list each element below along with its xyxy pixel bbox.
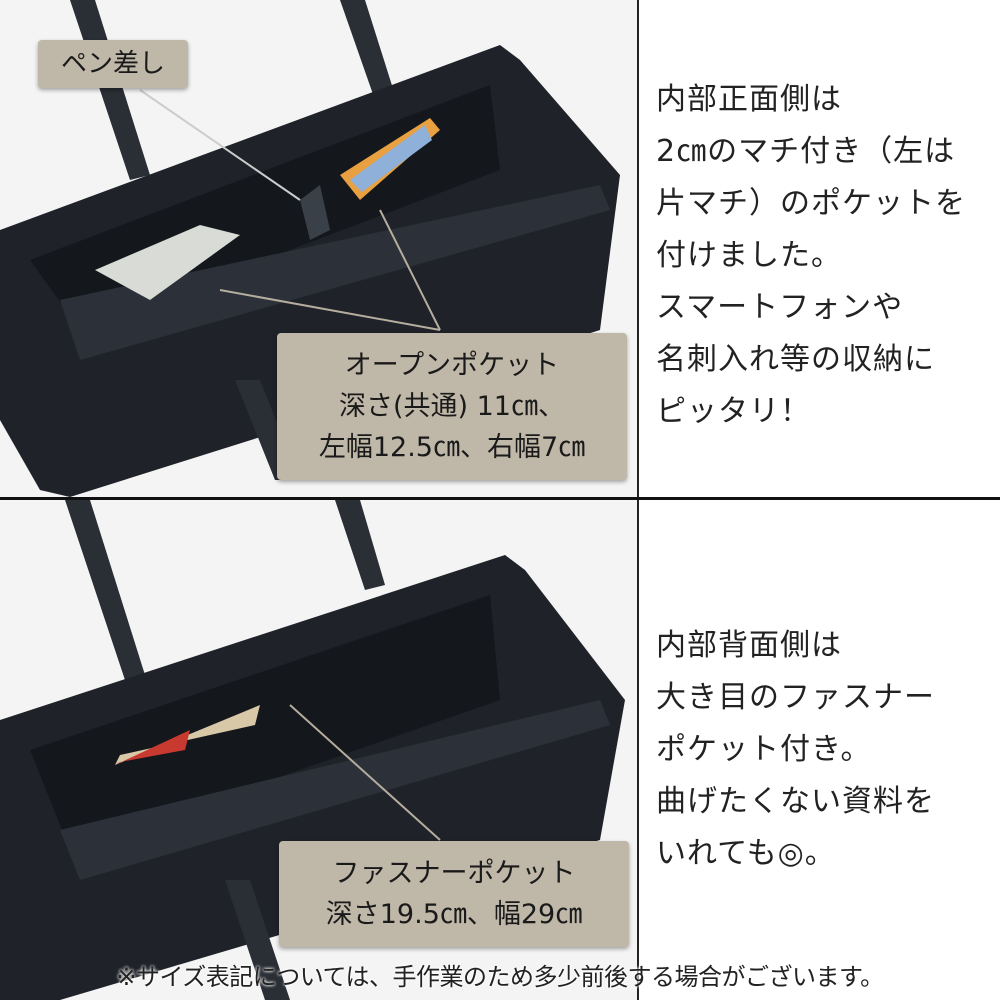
- desc-line: 2㎝のマチ付き（左は: [656, 134, 956, 169]
- desc-line: 片マチ）のポケットを: [656, 186, 966, 221]
- fastener-pocket-label: ファスナーポケット 深さ19.5㎝、幅29㎝: [279, 841, 629, 947]
- desc-line: いれても◎。: [656, 836, 836, 871]
- front-description: 内部正面側は 2㎝のマチ付き（左は 片マチ）のポケットを 付けました。 スマート…: [656, 74, 966, 438]
- desc-line: 大き目のファスナー: [656, 680, 935, 715]
- size-disclaimer: ※サイズ表記については、手作業のため多少前後する場合がございます。: [116, 963, 884, 991]
- open-pocket-depth: 深さ(共通) 11㎝、: [338, 391, 565, 422]
- desc-line: ピッタリ！: [656, 394, 811, 429]
- bag-front-interior-photo: [0, 0, 637, 497]
- vertical-divider: [637, 500, 639, 1000]
- bottom-panel: ファスナーポケット 深さ19.5㎝、幅29㎝ 内部背面側は 大き目のファスナー …: [0, 500, 1000, 1000]
- fastener-pocket-title: ファスナーポケット: [332, 858, 576, 889]
- back-description: 内部背面側は 大き目のファスナー ポケット付き。 曲げたくない資料を いれても◎…: [656, 620, 935, 880]
- horizontal-divider: [0, 497, 1000, 500]
- vertical-divider: [637, 0, 639, 497]
- desc-line: ポケット付き。: [656, 732, 872, 767]
- top-panel: ペン差し オープンポケット 深さ(共通) 11㎝、 左幅12.5㎝、右幅7㎝ 内…: [0, 0, 1000, 497]
- desc-line: 曲げたくない資料を: [656, 784, 935, 819]
- desc-line: スマートフォンや: [656, 290, 904, 325]
- desc-line: 内部背面側は: [656, 628, 842, 663]
- open-pocket-label: オープンポケット 深さ(共通) 11㎝、 左幅12.5㎝、右幅7㎝: [277, 333, 627, 480]
- desc-line: 名刺入れ等の収納に: [656, 342, 935, 377]
- desc-line: 付けました。: [656, 238, 842, 273]
- desc-line: 内部正面側は: [656, 82, 842, 117]
- open-pocket-title: オープンポケット: [344, 350, 560, 381]
- fastener-pocket-size: 深さ19.5㎝、幅29㎝: [325, 899, 583, 930]
- open-pocket-width: 左幅12.5㎝、右幅7㎝: [318, 432, 586, 463]
- pen-holder-label: ペン差し: [38, 40, 188, 88]
